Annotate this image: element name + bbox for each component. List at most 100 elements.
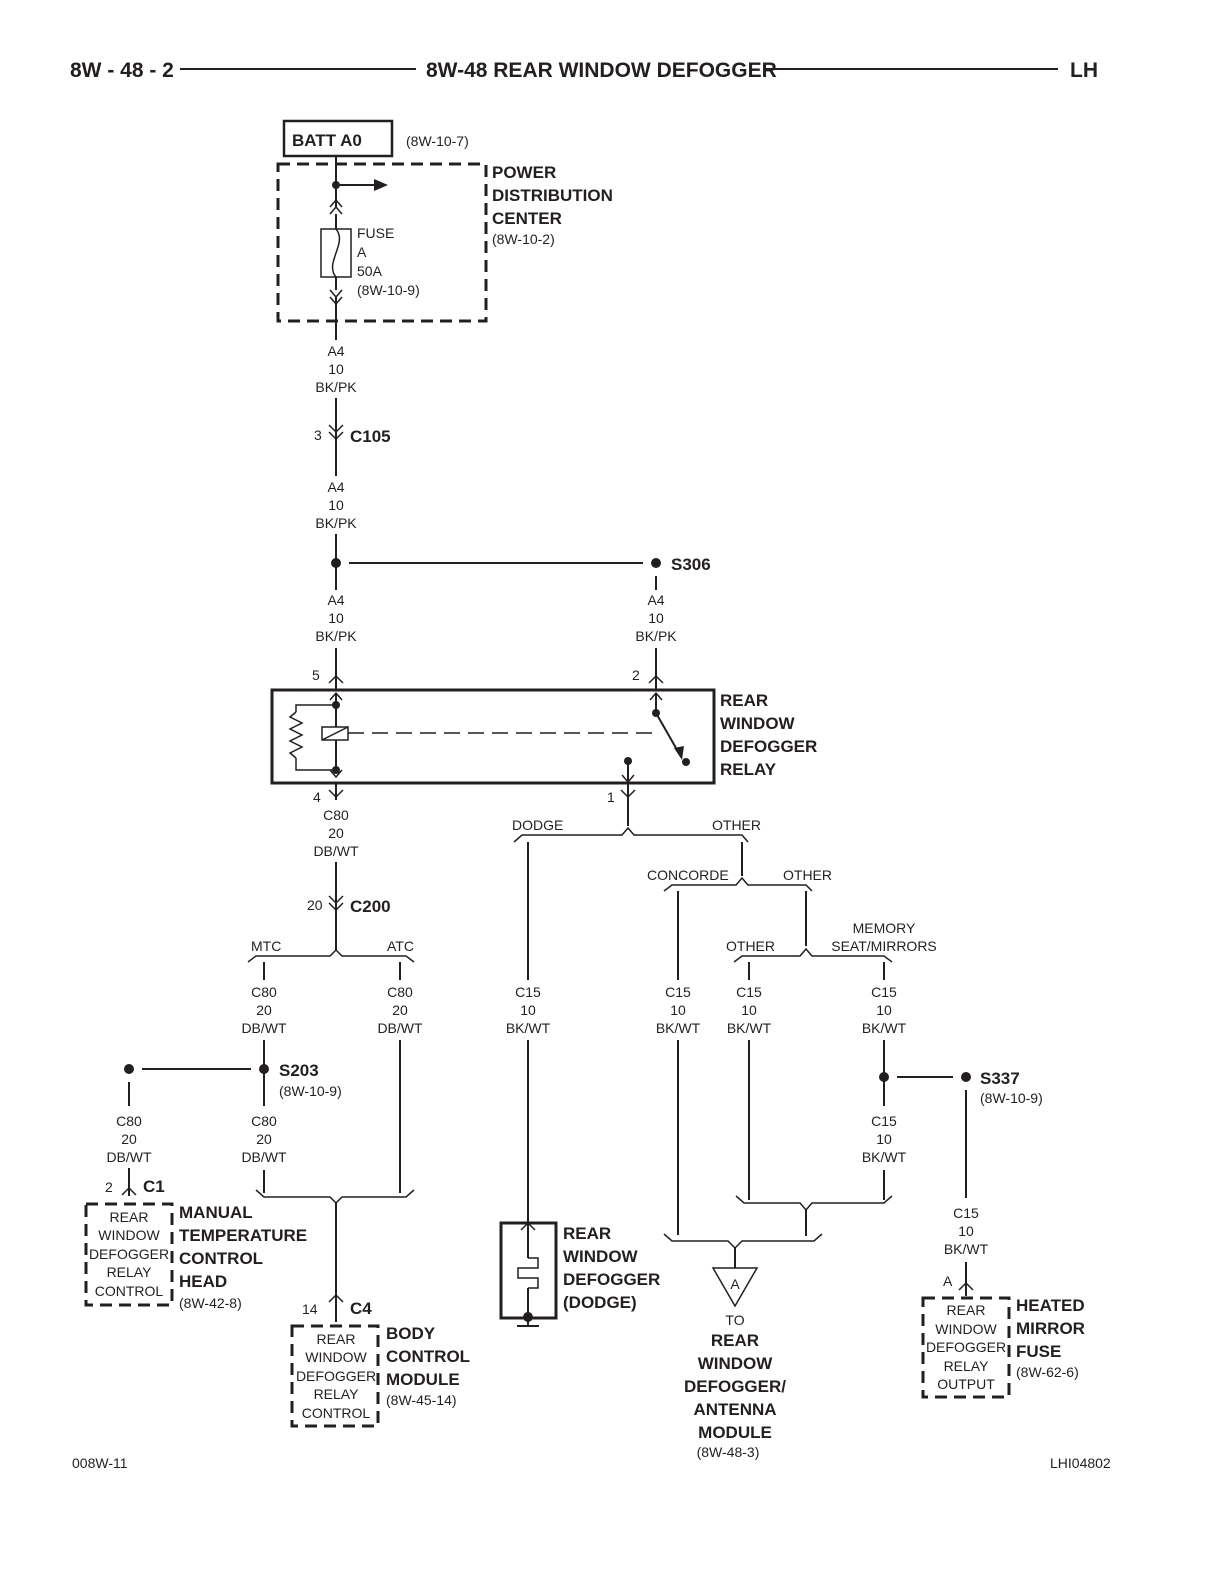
- a4-label-1a: A4: [327, 343, 344, 359]
- defogger-name-4: (DODGE): [563, 1293, 637, 1312]
- bcm-box-line-5: CONTROL: [302, 1405, 371, 1421]
- c15-branches: 1 DODGE OTHER CONCORDE OTHER OTHER MEMOR…: [506, 783, 1043, 1296]
- footer-left-code: 008W-11: [72, 1455, 128, 1471]
- pdc-ref: (8W-10-2): [492, 231, 555, 247]
- switch-contact-node: [682, 758, 690, 766]
- mtc-name-3: CONTROL: [179, 1249, 263, 1268]
- header-title: 8W-48 REAR WINDOW DEFOGGER: [426, 59, 777, 82]
- a4-label-2a: A4: [327, 479, 344, 495]
- c1-name: C1: [143, 1177, 165, 1196]
- s203-name: S203: [279, 1061, 319, 1080]
- fuse-bottom-terminal-icon: [329, 289, 343, 299]
- heated-name-3: FUSE: [1016, 1342, 1061, 1361]
- bcm-box-line-1: REAR: [317, 1331, 356, 1347]
- c15-s337l-label-c: BK/WT: [862, 1149, 907, 1165]
- switch-output-terminal-icon: [621, 774, 635, 784]
- module-name-4: ANTENNA: [693, 1400, 776, 1419]
- a4-label-3b: 10: [328, 610, 344, 626]
- mtc-atc-split-bracket: [247, 948, 415, 963]
- concorde-other-split-bracket: [663, 876, 813, 892]
- c15-fuse-label-a: C15: [953, 1205, 979, 1221]
- branch-memory-2: SEAT/MIRRORS: [831, 938, 937, 954]
- a4-label-4a: A4: [647, 592, 664, 608]
- to-defogger-antenna-module: A TO REAR WINDOW DEFOGGER/ ANTENNA MODUL…: [684, 1267, 786, 1460]
- offpage-arrow-label: A: [730, 1276, 740, 1292]
- resistor-bottom-wire: [295, 758, 336, 771]
- c15-fuse-label-b: 10: [958, 1223, 974, 1239]
- defogger-name-1: REAR: [563, 1224, 611, 1243]
- fuse-top-terminal-icon-2: [329, 198, 343, 208]
- module-name-1: REAR: [711, 1331, 759, 1350]
- c80-atc-label-a: C80: [387, 984, 413, 1000]
- c80-branch: 4 C80 20 DB/WT 20 C200 MTC ATC C80 20 DB…: [105, 783, 423, 1322]
- coil-slash-icon: [321, 726, 349, 741]
- coil-bottom-terminal-icon: [329, 769, 343, 779]
- bcm-name-2: CONTROL: [386, 1347, 470, 1366]
- relay-name-3: DEFOGGER: [720, 737, 817, 756]
- s203-splice-node: [259, 1064, 269, 1074]
- c15-s337l-label-a: C15: [871, 1113, 897, 1129]
- module-name-2: WINDOW: [698, 1354, 774, 1373]
- c80-s203l-label-a: C80: [116, 1113, 142, 1129]
- c15-memory-label-a: C15: [871, 984, 897, 1000]
- c15-other3-label-a: C15: [736, 984, 762, 1000]
- feed-a4: A4 10 BK/PK 3 C105 A4 10 BK/PK S306 A4 1…: [314, 322, 711, 690]
- mtc-box-line-4: RELAY: [107, 1264, 153, 1280]
- a4-label-1c: BK/PK: [315, 379, 357, 395]
- offpage-arrow-icon: [711, 1267, 759, 1308]
- mtc-name-2: TEMPERATURE: [179, 1226, 307, 1245]
- fuse-label-2: A: [357, 244, 367, 260]
- module-ref: (8W-48-3): [697, 1444, 760, 1460]
- c1-connector-icon: [121, 1186, 137, 1196]
- c80-s203r-label-c: DB/WT: [241, 1149, 287, 1165]
- c80-mtc-label-a: C80: [251, 984, 277, 1000]
- relay-box: [270, 688, 716, 785]
- branch-dodge: DODGE: [512, 817, 563, 833]
- module-name-5: MODULE: [698, 1423, 772, 1442]
- pdc-name-1: POWER: [492, 163, 556, 182]
- batt-ref: (8W-10-7): [406, 133, 469, 149]
- resistor-icon: [288, 711, 304, 759]
- mtc-box-line-3: DEFOGGER: [89, 1246, 169, 1262]
- relay-name-2: WINDOW: [720, 714, 796, 733]
- mtc-name-1: MANUAL: [179, 1203, 253, 1222]
- branch-memory-1: MEMORY: [853, 920, 916, 936]
- c15-dodge-label-c: BK/WT: [506, 1020, 551, 1036]
- defogger-name-3: DEFOGGER: [563, 1270, 660, 1289]
- body-control-module: REAR WINDOW DEFOGGER RELAY CONTROL BODY …: [290, 1324, 470, 1428]
- a4-label-4b: 10: [648, 610, 664, 626]
- c15-memory-label-b: 10: [876, 1002, 892, 1018]
- c80-mtc-label-b: 20: [256, 1002, 272, 1018]
- batt-box: [282, 119, 394, 158]
- branch-other-3: OTHER: [726, 938, 775, 954]
- module-join-bracket: [663, 1233, 823, 1250]
- bcm-ref: (8W-45-14): [386, 1392, 457, 1408]
- c15-concorde-label-b: 10: [670, 1002, 686, 1018]
- c4-connector-icon: [328, 1293, 344, 1303]
- s337-ref: (8W-10-9): [980, 1090, 1043, 1106]
- heated-name-1: HEATED: [1016, 1296, 1085, 1315]
- s306-name: S306: [671, 555, 711, 574]
- a4-label-1b: 10: [328, 361, 344, 377]
- s306-splice-node: [651, 558, 661, 568]
- c105-connector-icon: [328, 424, 344, 434]
- heated-ref: (8W-62-6): [1016, 1364, 1079, 1380]
- header-side: LH: [1070, 59, 1098, 82]
- relay-pin2: 2: [632, 667, 640, 683]
- defogger-grid-icon: [517, 1257, 539, 1289]
- bcm-name-3: MODULE: [386, 1370, 460, 1389]
- page-header: 8W - 48 - 2 8W-48 REAR WINDOW DEFOGGER L…: [70, 59, 1098, 82]
- c80-label-1a: C80: [323, 807, 349, 823]
- branch-other-2: OTHER: [783, 867, 832, 883]
- c80-label-1b: 20: [328, 825, 344, 841]
- relay-name-1: REAR: [720, 691, 768, 710]
- fuse-label-1: FUSE: [357, 225, 394, 241]
- mtc-box-line-5: CONTROL: [95, 1283, 164, 1299]
- mtc-box-line-1: REAR: [110, 1209, 149, 1225]
- defogger-name-2: WINDOW: [563, 1247, 639, 1266]
- footer-right-code: LHI04802: [1050, 1455, 1111, 1471]
- splice-node-left: [331, 558, 341, 568]
- fuse-box-line-2: WINDOW: [935, 1321, 997, 1337]
- branch-mtc: MTC: [251, 938, 281, 954]
